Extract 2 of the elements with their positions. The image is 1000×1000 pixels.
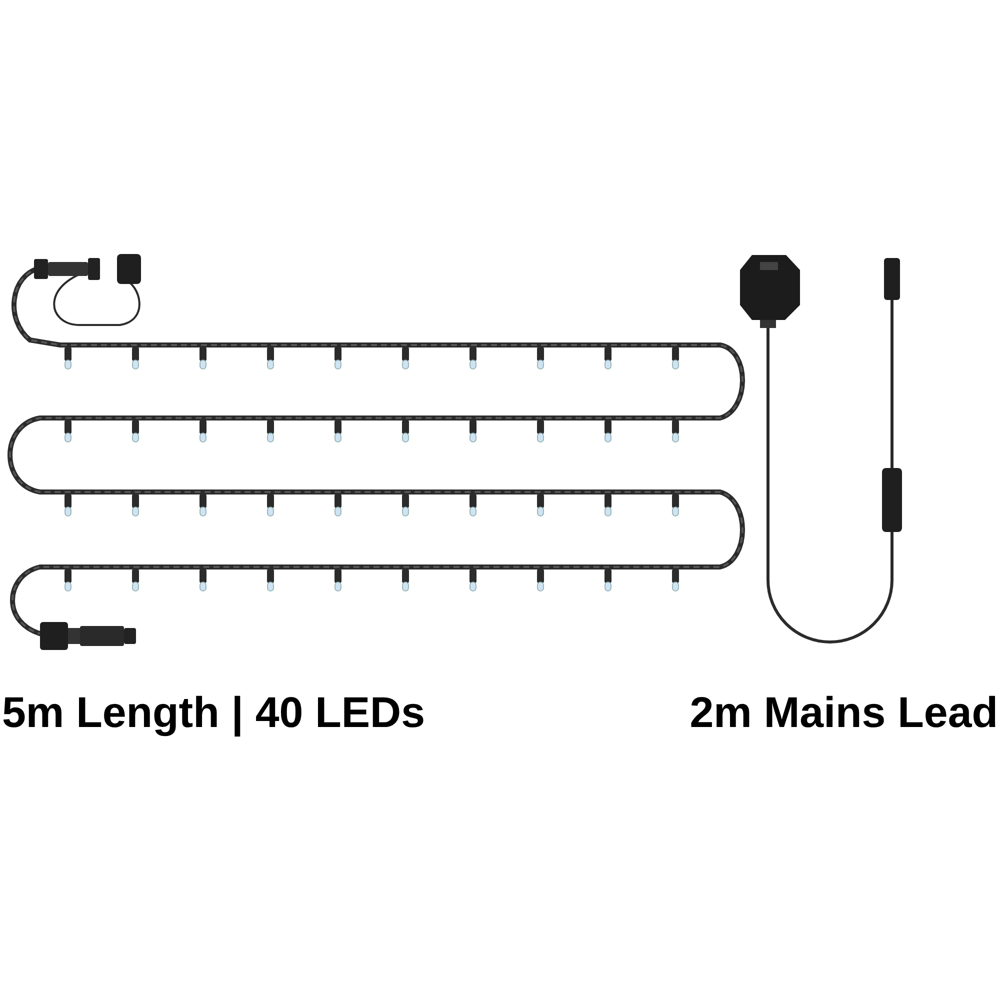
caption-text: 2m Mains Lead [690,688,998,739]
caption-text: 5m Length | 40 LEDs [2,688,426,739]
